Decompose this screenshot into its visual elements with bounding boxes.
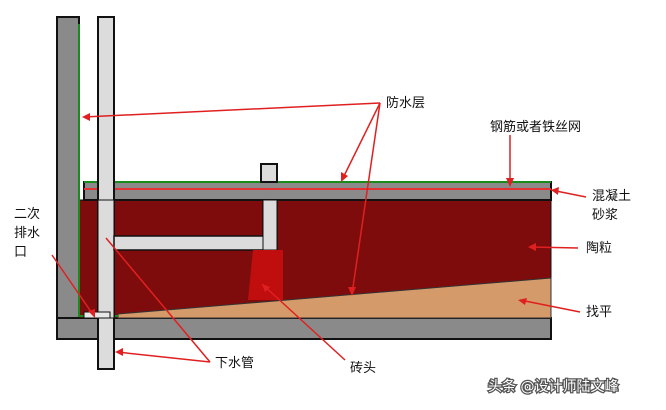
- label-brick: 砖头: [350, 361, 376, 376]
- floor-drain-stub: [260, 163, 278, 183]
- leader-waterproof-slope: [351, 102, 381, 295]
- leader-pipe-1: [105, 237, 211, 363]
- label-rebar: 钢筋或者铁丝网: [490, 119, 581, 135]
- arrow-waterproof-top: [341, 172, 348, 182]
- leader-arrowheads: [82, 113, 559, 356]
- leader-pipe-2: [116, 351, 211, 363]
- drain-trap-down: [262, 199, 278, 251]
- secondary-drain-outlet: [83, 311, 111, 319]
- leader-leveling: [519, 299, 581, 313]
- drain-pipe-lower: [97, 199, 115, 319]
- label-ceramsite: 陶粒: [586, 240, 612, 256]
- label-secondary-drain-1: 二次: [14, 206, 40, 222]
- arrow-waterproof-slope: [348, 287, 356, 296]
- label-waterproof: 防水层: [386, 95, 425, 111]
- leader-brick: [261, 283, 346, 361]
- leader-ceramsite: [529, 246, 579, 249]
- leader-waterproof-top: [341, 102, 381, 181]
- arrow-secondary-drain: [88, 309, 95, 318]
- leader-lines: [51, 102, 587, 363]
- arrow-ceramsite: [528, 243, 536, 251]
- floor-base: [56, 317, 552, 340]
- concrete-mortar-slab: [83, 181, 552, 201]
- label-drain-pipe: 下水管: [215, 356, 254, 371]
- arrow-waterproof-wall: [82, 113, 90, 121]
- arrow-pipe-2: [115, 348, 123, 356]
- leader-waterproof-wall: [83, 102, 381, 118]
- label-leveling: 找平: [586, 305, 612, 320]
- arrow-leveling: [518, 298, 527, 305]
- arrow-concrete: [551, 187, 559, 195]
- arrow-brick: [262, 284, 270, 292]
- watermark: 头条 @设计师陆文峰: [488, 378, 618, 395]
- label-mortar: 砂浆: [592, 208, 618, 223]
- label-secondary-drain-3: 口: [14, 245, 27, 260]
- brick-support: [248, 250, 283, 300]
- label-secondary-drain-2: 排水: [14, 226, 40, 241]
- leader-secondary-drain: [51, 254, 95, 317]
- arrow-rebar: [506, 178, 514, 187]
- label-concrete: 混凝土: [592, 188, 631, 204]
